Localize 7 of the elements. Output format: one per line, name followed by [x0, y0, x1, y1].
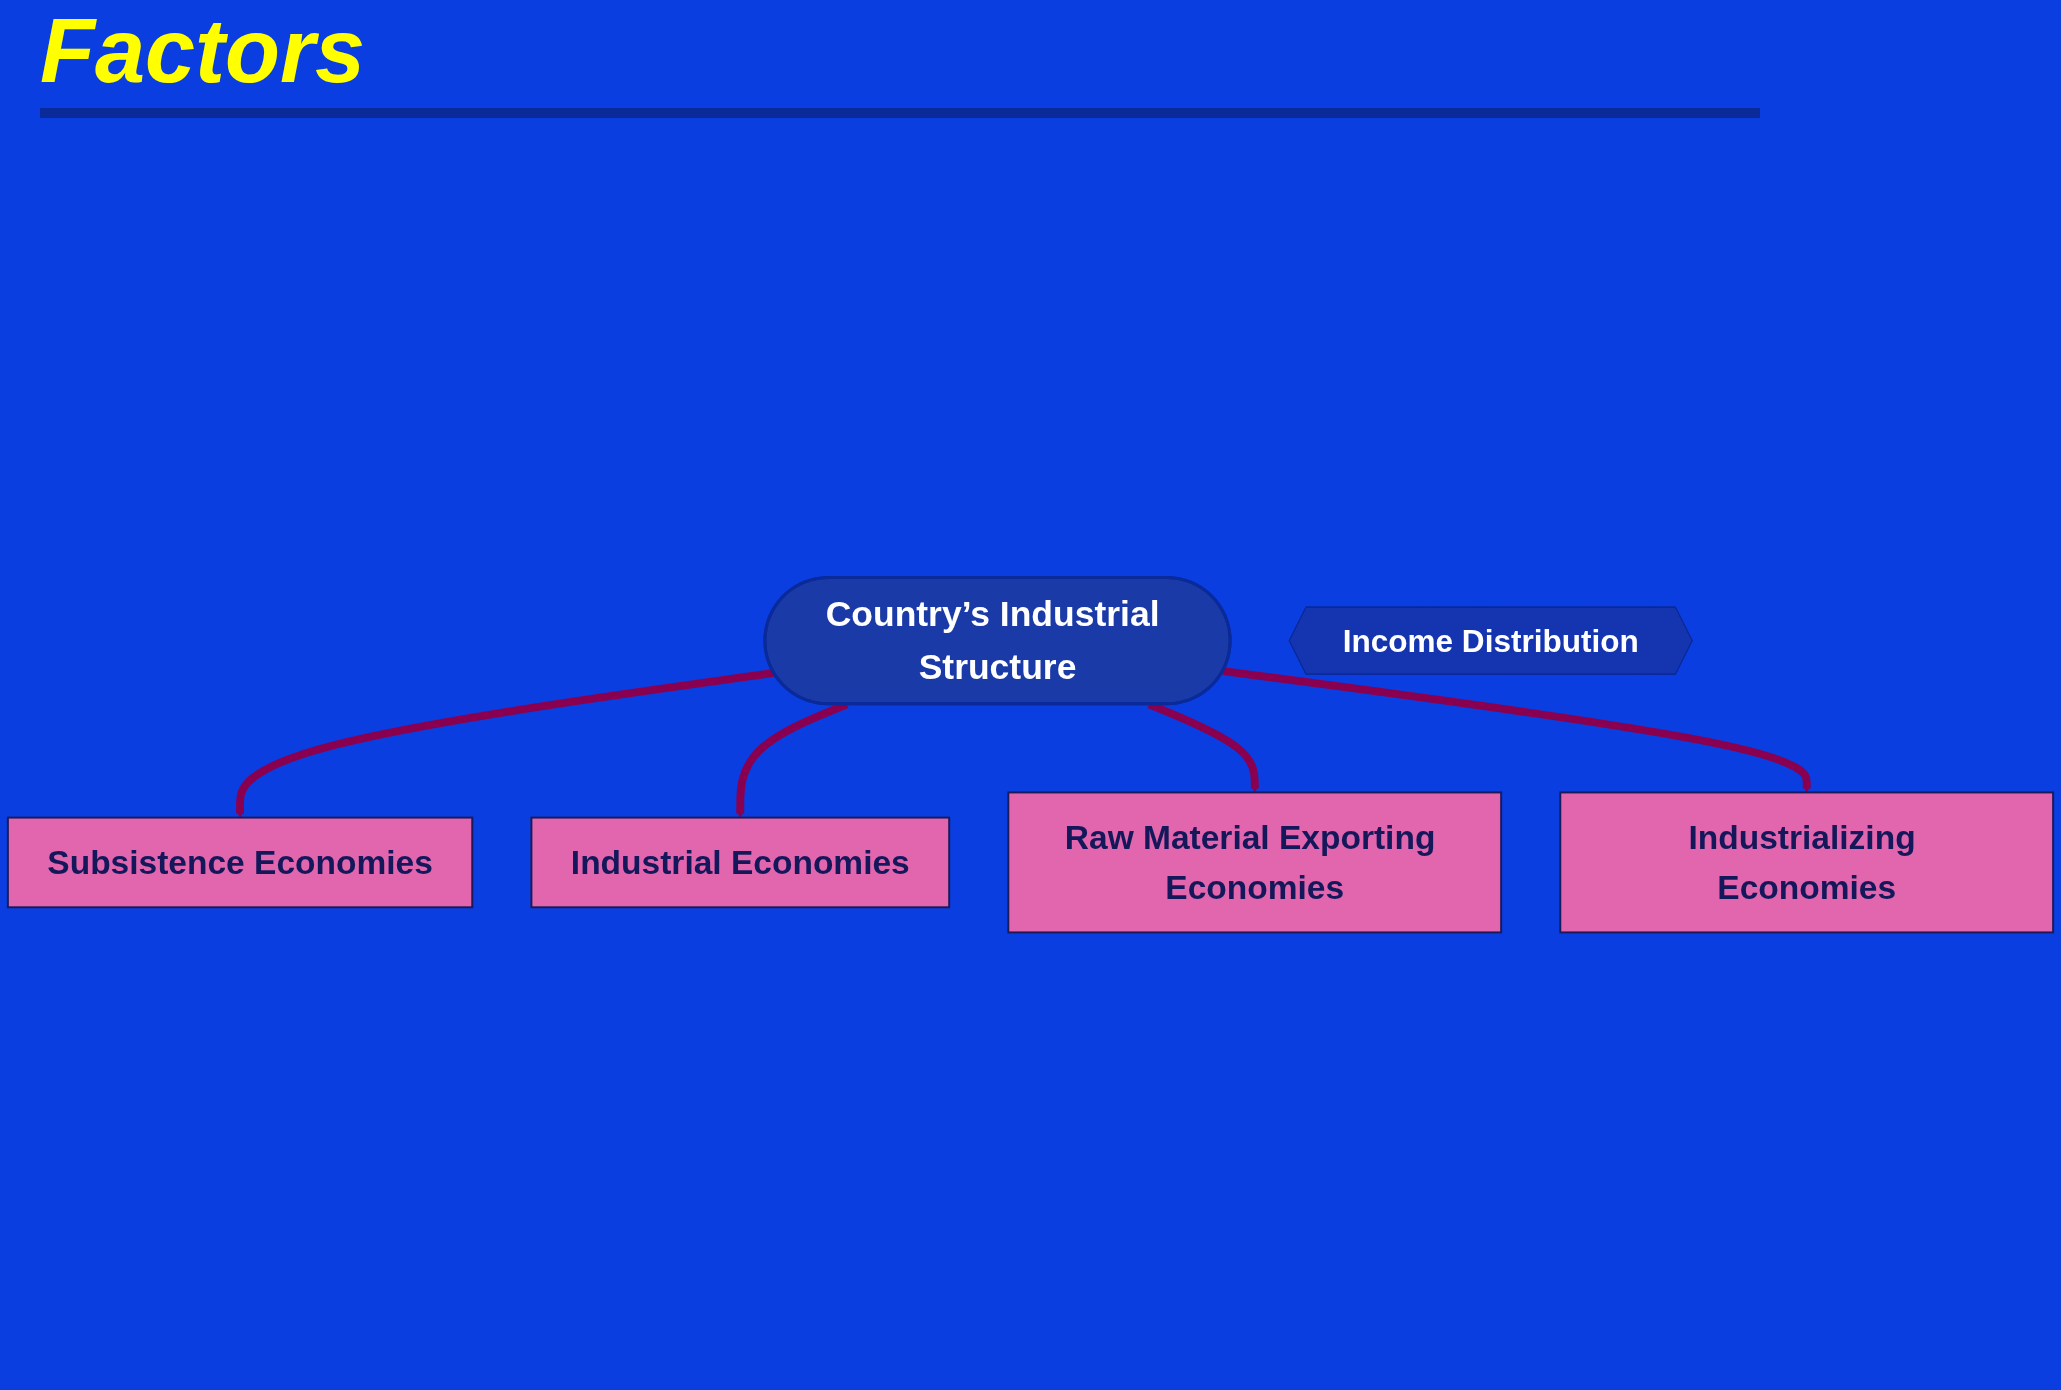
- node-box: Raw Material Exporting Economies: [1007, 791, 1503, 934]
- node-box: Subsistence Economies: [6, 816, 474, 909]
- arrow: [235, 669, 775, 818]
- arrow: [1222, 667, 1812, 793]
- node-box: Industrializing Economies: [1559, 791, 2055, 934]
- node-box: Industrial Economies: [530, 816, 951, 909]
- title: Factors: [40, 0, 366, 103]
